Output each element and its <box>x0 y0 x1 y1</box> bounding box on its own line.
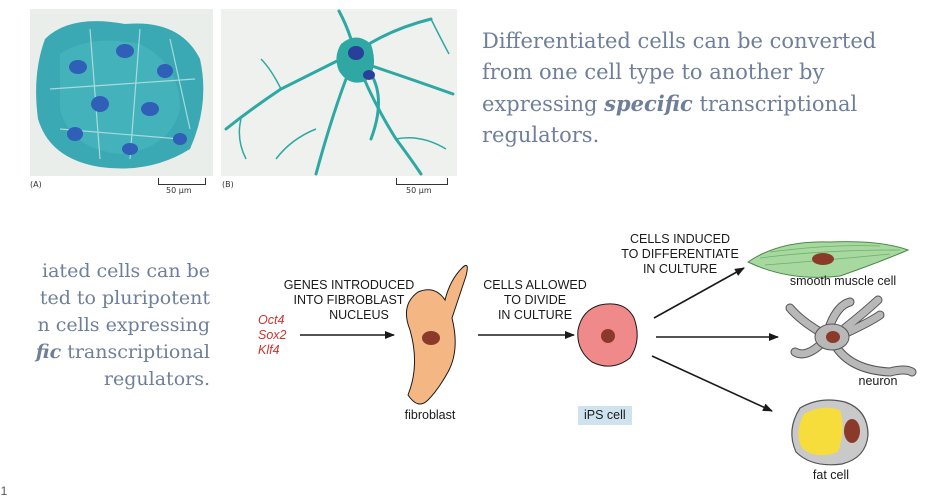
ips-cell <box>577 303 638 367</box>
scale-bar-a-label: 50 µm <box>166 186 192 195</box>
top-description-text-end: transcriptional regulators. <box>482 92 858 147</box>
top-description: Differentiated cells can be converted fr… <box>482 26 922 151</box>
left-description-line-3: n cells expressing <box>37 314 210 336</box>
left-description-line-4: fic transcriptional <box>0 339 210 366</box>
fat-cell <box>791 399 869 466</box>
page-number: 21 <box>0 484 8 498</box>
scale-bar-b-label: 50 µm <box>406 186 432 195</box>
scale-bar-b <box>396 178 448 185</box>
label-cells-induced: CELLS INDUCED TO DIFFERENTIATE IN CULTUR… <box>621 232 739 276</box>
neuron-cell <box>785 295 917 377</box>
arrow-ips-to-muscle <box>653 267 745 319</box>
top-description-text: Differentiated cells can be converted fr… <box>482 29 877 116</box>
left-description-line-1: iated cells can be <box>42 260 210 282</box>
label-cells-allowed: CELLS ALLOWED TO DIVIDE IN CULTURE <box>483 278 587 322</box>
gene-klf4: Klf4 <box>258 343 280 357</box>
micrograph-a-label: (A) <box>30 180 42 189</box>
label-fibroblast: fibroblast <box>404 408 456 422</box>
label-neuron: neuron <box>858 374 898 388</box>
left-description-line-5: regulators. <box>103 368 210 390</box>
micrograph-a-image <box>30 9 213 176</box>
arrow-ips-to-fat <box>651 355 773 412</box>
left-description-line-4-end: transcriptional <box>61 341 210 363</box>
label-smooth-muscle-cell: smooth muscle cell <box>789 274 897 288</box>
label-ips-cell: iPS cell <box>578 406 632 425</box>
micrograph-b <box>221 9 457 176</box>
left-description: iated cells can be ted to pluripotent n … <box>0 258 212 393</box>
top-description-highlight: specific <box>604 91 693 116</box>
fibroblast-cell <box>405 264 468 405</box>
label-genes-introduced: GENES INTRODUCED INTO FIBROBLAST NUCLEUS <box>283 278 415 322</box>
gene-oct4: Oct4 <box>258 313 285 327</box>
left-description-line-2: ted to pluripotent <box>39 287 210 309</box>
label-fat-cell: fat cell <box>812 468 850 482</box>
micrograph-b-label: (B) <box>222 180 234 189</box>
micrograph-b-image <box>221 9 457 176</box>
scale-bar-a <box>158 178 206 185</box>
smooth-muscle-cell <box>747 241 910 278</box>
gene-list: Oct4 Sox2 Klf4 <box>258 313 287 358</box>
left-description-highlight: fic <box>35 341 62 363</box>
gene-sox2: Sox2 <box>258 328 287 342</box>
micrograph-a <box>30 9 213 176</box>
